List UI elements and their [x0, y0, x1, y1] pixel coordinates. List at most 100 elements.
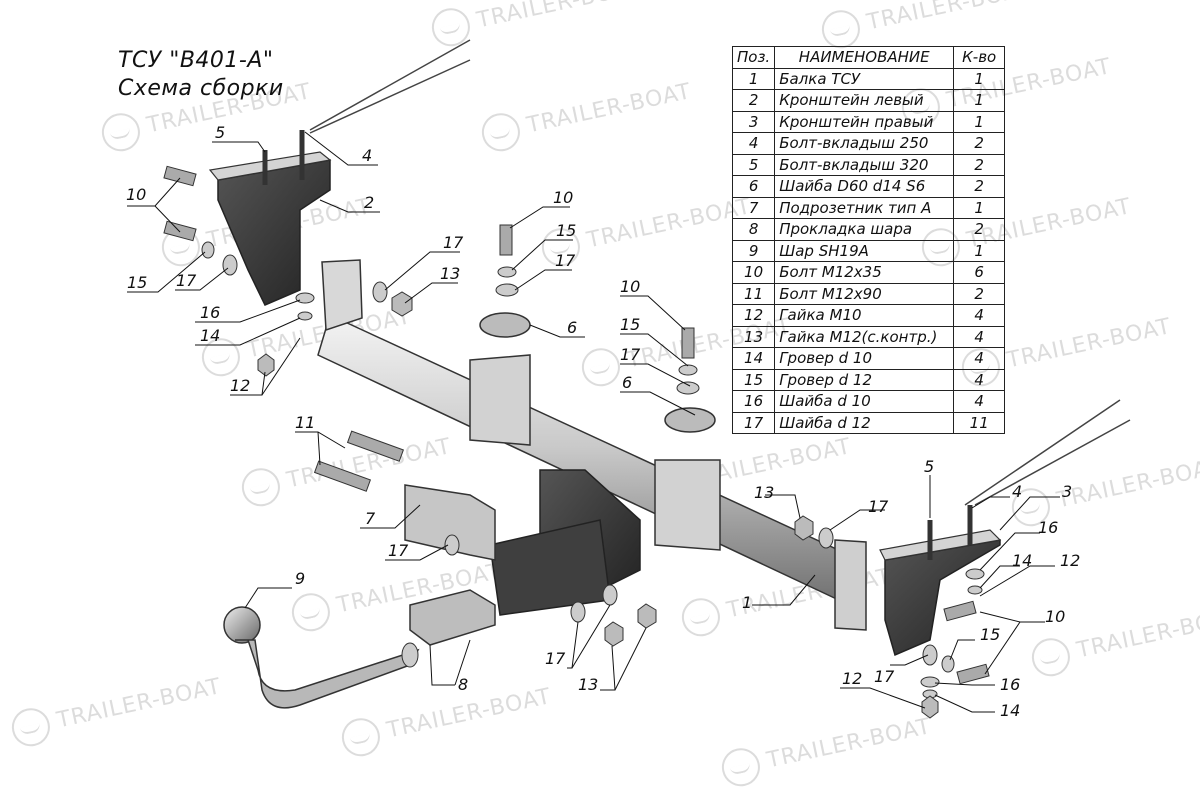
callout-17: 17: [874, 667, 895, 686]
cell-qty: 6: [953, 261, 1006, 284]
part-15-grover: [201, 241, 215, 259]
cell-qty: 4: [953, 347, 1006, 370]
cell-name: Гровер d 12: [774, 368, 955, 391]
cell-pos: 4: [731, 132, 776, 155]
cell-pos: 2: [731, 89, 776, 112]
cell-pos: 10: [731, 261, 776, 284]
callout-14: 14: [1012, 551, 1032, 570]
diagram-subtitle: Схема сборки: [118, 76, 284, 101]
callout-4: 4: [362, 146, 372, 165]
callout-17: 17: [176, 271, 197, 290]
callout-13: 13: [754, 483, 774, 502]
callout-1: 1: [742, 593, 752, 612]
cell-pos: 5: [731, 153, 776, 176]
part-17-washer: [676, 381, 700, 395]
callout-17: 17: [620, 345, 641, 364]
part-12-nut: [921, 695, 939, 719]
cell-name: Балка ТСУ: [774, 67, 955, 90]
cell-pos: 11: [731, 282, 776, 305]
cell-pos: 9: [731, 239, 776, 262]
callout-12: 12: [842, 669, 862, 688]
cell-qty: 2: [953, 132, 1006, 155]
part-15-grover: [497, 266, 517, 278]
callout-10: 10: [553, 188, 573, 207]
part-10-bolt: [956, 663, 990, 685]
part-16-washer: [295, 292, 315, 304]
part-14-grover: [967, 585, 983, 595]
leader-lines: [127, 131, 1060, 713]
cell-name: Кронштейн левый: [774, 89, 955, 112]
part-10-bolt: [681, 327, 695, 359]
callout-15: 15: [980, 625, 1000, 644]
cell-qty: 2: [953, 218, 1006, 241]
part-10-bolt: [163, 220, 197, 242]
cell-qty: 4: [953, 368, 1006, 391]
part-11-bolt: [346, 430, 405, 462]
callout-4: 4: [1012, 482, 1022, 501]
part-17-washer: [372, 281, 388, 303]
callout-6: 6: [622, 373, 632, 392]
cell-qty: 2: [953, 175, 1006, 198]
cell-qty: 1: [953, 110, 1006, 133]
callout-15: 15: [127, 273, 147, 292]
cell-pos: 8: [731, 218, 776, 241]
part-6-washer-top: [479, 312, 531, 338]
callout-12: 12: [1060, 551, 1080, 570]
part-3-bracket-right: [879, 399, 1131, 657]
cell-name: Гровер d 10: [774, 347, 955, 370]
table-header-row: Поз. НАИМЕНОВАНИЕ К-во: [731, 46, 1006, 69]
callout-17: 17: [443, 233, 464, 252]
cell-name: Шайба D60 d14 S6: [774, 175, 955, 198]
callout-8: 8: [458, 675, 468, 694]
cell-pos: 14: [731, 347, 776, 370]
cell-name: Шар SH19A: [774, 239, 955, 262]
cell-name: Прокладка шара: [774, 218, 955, 241]
callout-14: 14: [1000, 701, 1020, 720]
callout-5: 5: [924, 457, 934, 476]
part-10-bolt: [499, 224, 513, 256]
cell-name: Подрозетник тип А: [774, 196, 955, 219]
part-12-nut: [257, 353, 275, 377]
cell-qty: 2: [953, 282, 1006, 305]
part-2-bracket-left: [208, 39, 471, 306]
callout-17: 17: [388, 541, 409, 560]
part-17-washer: [222, 254, 238, 276]
callout-16: 16: [200, 303, 220, 322]
callout-16: 16: [1000, 675, 1020, 694]
callout-14: 14: [200, 326, 220, 345]
part-13-nut: [391, 291, 413, 317]
part-17-washer: [602, 584, 618, 606]
cell-qty: 1: [953, 67, 1006, 90]
callout-13: 13: [440, 264, 460, 283]
callout-15: 15: [620, 315, 640, 334]
part-15-grover: [941, 655, 955, 673]
column-header-name: НАИМЕНОВАНИЕ: [774, 46, 955, 69]
part-15-grover: [678, 364, 698, 376]
callout-13: 13: [578, 675, 598, 694]
cell-pos: 1: [731, 67, 776, 90]
callout-17: 17: [555, 251, 576, 270]
cell-qty: 2: [953, 153, 1006, 176]
callout-17: 17: [868, 497, 889, 516]
cell-name: Гайка М12(с.контр.): [774, 325, 955, 348]
cell-qty: 4: [953, 325, 1006, 348]
cell-name: Болт-вкладыш 250: [774, 132, 955, 155]
cell-name: Болт-вкладыш 320: [774, 153, 955, 176]
cell-pos: 7: [731, 196, 776, 219]
cell-pos: 13: [731, 325, 776, 348]
part-16-washer: [965, 568, 985, 580]
cell-name: Шайба d 10: [774, 390, 955, 413]
column-header-pos: Поз.: [731, 46, 776, 69]
